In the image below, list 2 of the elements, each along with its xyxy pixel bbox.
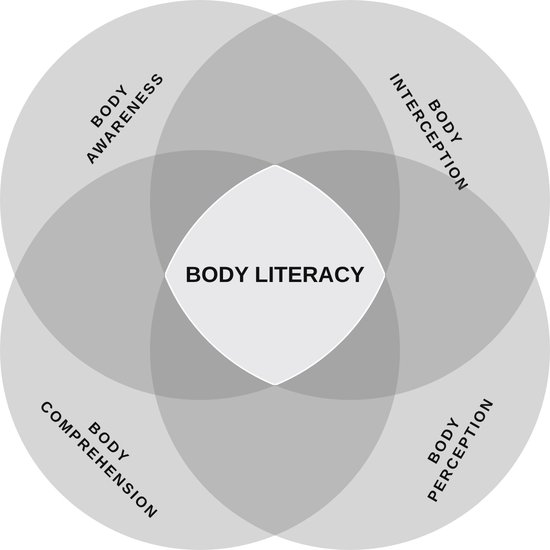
center-region <box>165 165 385 385</box>
center-label: BODY LITERACY <box>185 262 365 288</box>
